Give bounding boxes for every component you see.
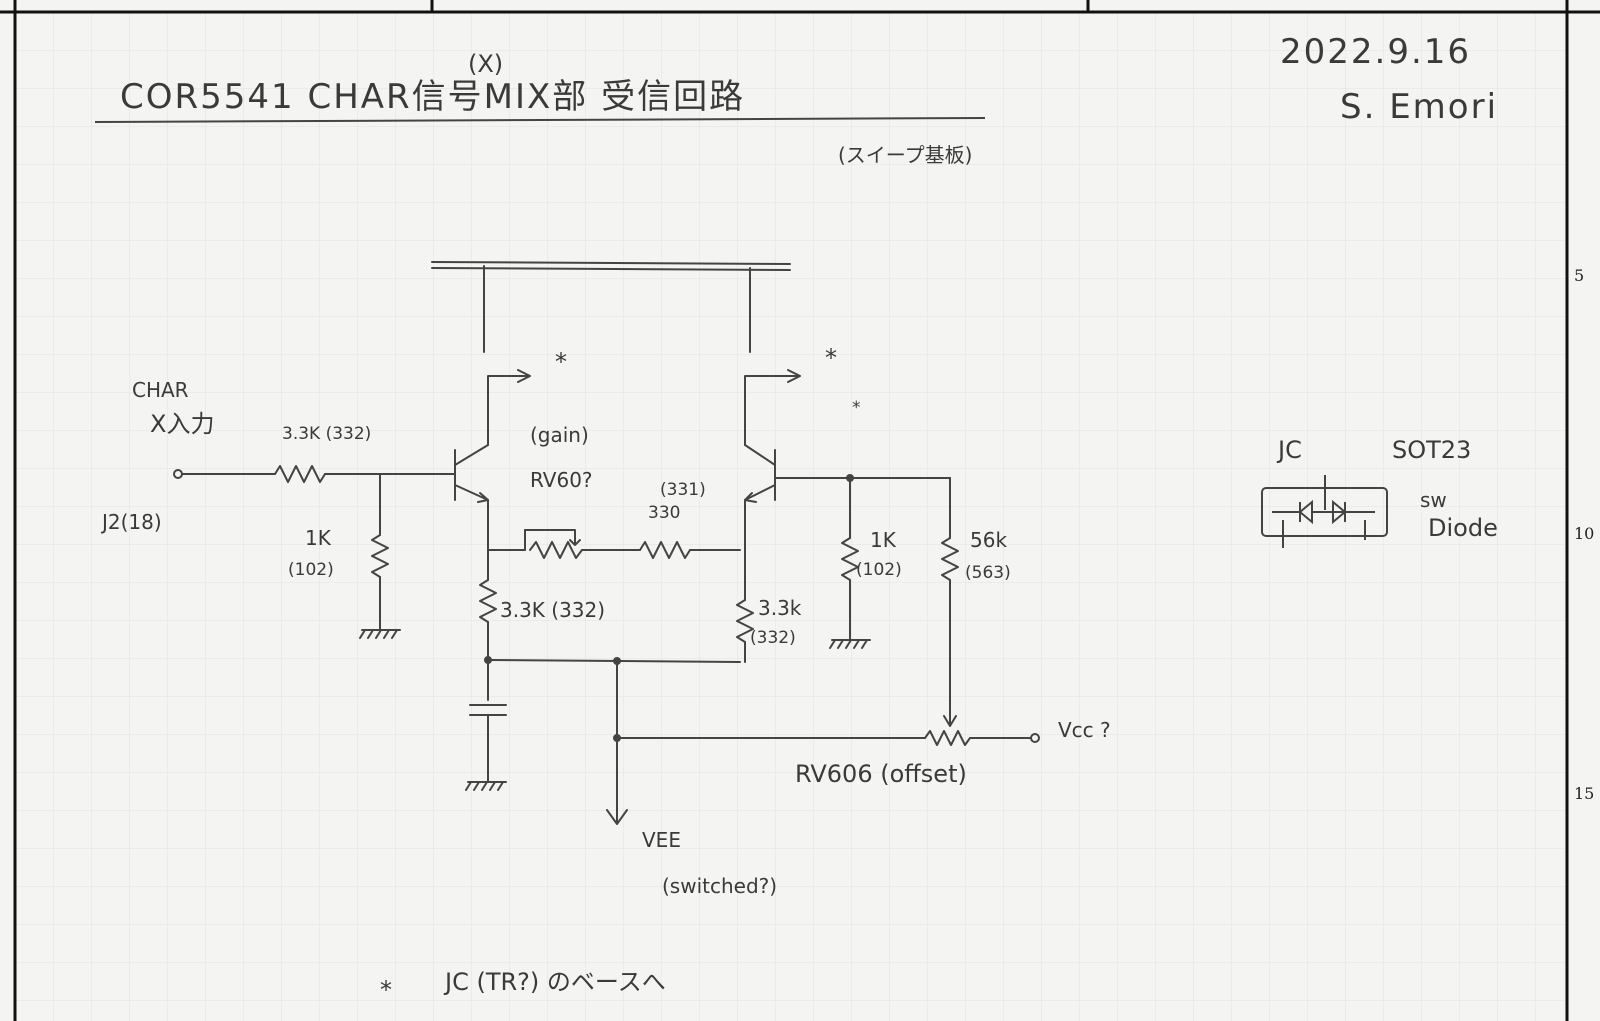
sot23-diode-sketch: [1261, 475, 1388, 548]
resistor-330-code: (331): [660, 480, 706, 500]
resistor-emitter-right: [736, 599, 754, 643]
star-mark-1: *: [555, 348, 567, 376]
side-note-package: SOT23: [1392, 436, 1472, 464]
potentiometer-offset-label: RV606 (offset): [795, 760, 967, 788]
resistor-56k: [941, 537, 959, 581]
resistor-input: [274, 465, 326, 483]
resistor-shunt-2-label: 1K: [870, 528, 896, 552]
margin-number-10: 10: [1574, 524, 1595, 543]
gain-label: (gain): [530, 423, 589, 447]
page-subtitle: (スイープ基板): [838, 143, 973, 167]
resistor-emitter-left: [479, 579, 497, 623]
grid-paper: [15, 12, 1567, 1021]
margin-number-15: 15: [1574, 784, 1595, 803]
date-label: 2022.9.16: [1280, 32, 1472, 72]
circuit-wires: [173, 261, 1040, 825]
input-label-x: X入力: [150, 410, 215, 438]
margin-number-5: 5: [1574, 266, 1585, 285]
vee-label: VEE: [642, 828, 681, 852]
vcc-label: Vcc ?: [1058, 718, 1111, 742]
resistor-input-label: 3.3K (332): [282, 424, 372, 444]
potentiometer-offset: [924, 730, 971, 746]
potentiometer-gain: [529, 541, 583, 559]
resistor-emitter-right-code: (332): [750, 628, 796, 648]
input-connector-label: J2(18): [102, 510, 162, 534]
resistor-shunt-2: [841, 537, 859, 581]
title-mark: (X): [468, 50, 504, 78]
side-note-sw: sw: [1420, 488, 1447, 512]
resistor-56k-code: (563): [965, 563, 1011, 583]
transistor-right: [744, 444, 776, 501]
title-underline: [94, 117, 986, 123]
page-title: COR5541 CHAR信号MIX部 受信回路: [120, 77, 746, 117]
footnote-text: JC (TR?) のベースへ: [445, 968, 666, 996]
star-mark-3: *: [852, 398, 861, 418]
resistor-56k-label: 56k: [970, 528, 1008, 552]
transistor-left: [454, 444, 489, 501]
input-label-char: CHAR: [132, 378, 189, 402]
resistor-shunt-1: [371, 534, 389, 578]
resistor-emitter-right-label: 3.3k: [758, 596, 802, 620]
resistor-emitter-left-label: 3.3K (332): [500, 598, 606, 622]
author-label: S. Emori: [1340, 87, 1499, 127]
potentiometer-gain-label: RV60?: [530, 468, 593, 492]
resistor-shunt-2-code: (102): [856, 560, 902, 580]
resistor-330: [639, 541, 691, 559]
side-note-diode: Diode: [1428, 514, 1498, 542]
resistor-shunt-1-code: (102): [288, 560, 334, 580]
vee-note: (switched?): [662, 874, 778, 898]
resistor-330-label: 330: [648, 503, 681, 523]
side-note-jc: JC: [1278, 436, 1302, 464]
resistor-shunt-1-label: 1K: [305, 526, 331, 550]
star-mark-2: *: [825, 344, 837, 372]
footnote-mark: *: [380, 976, 392, 1004]
